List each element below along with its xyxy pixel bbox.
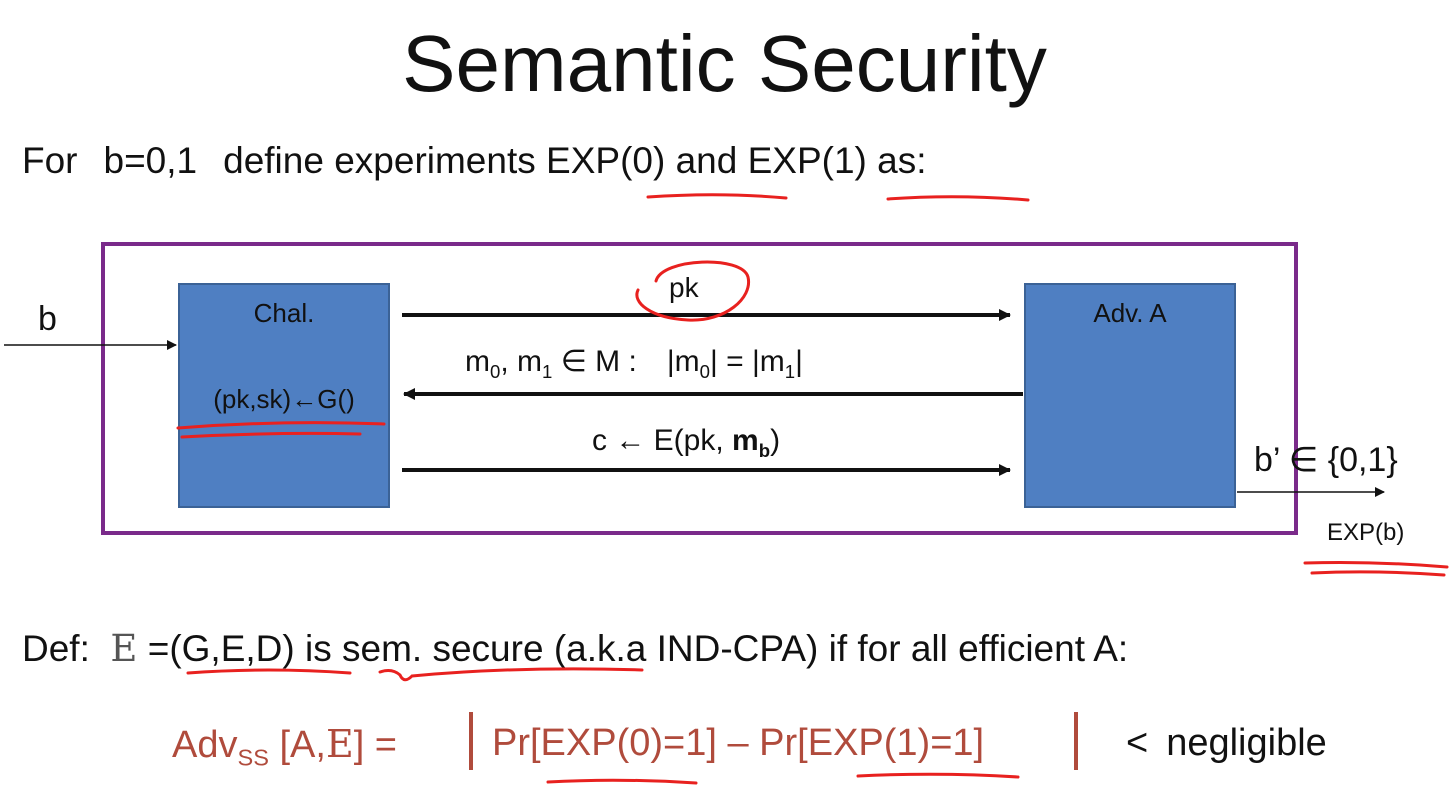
input-b-label: b bbox=[38, 300, 57, 338]
underline-exp-b-1 bbox=[1303, 561, 1449, 569]
intro-and: and bbox=[675, 140, 738, 181]
adv-args-open: [A, bbox=[268, 724, 326, 766]
intro-text: define experiments bbox=[223, 140, 536, 181]
scheme-symbol: E bbox=[110, 627, 138, 670]
lt-sign: < bbox=[1126, 722, 1149, 764]
adv-label: Adv bbox=[172, 724, 238, 766]
intro-b-values: b=0,1 bbox=[103, 140, 198, 181]
challenger-box bbox=[178, 283, 390, 508]
underline-keygen-1 bbox=[176, 421, 386, 430]
pr-exp1: Pr[EXP(1)=1] bbox=[759, 722, 985, 764]
underline-pr-exp1 bbox=[856, 772, 1020, 779]
adversary-label: Adv. A bbox=[1093, 298, 1167, 328]
def-label: Def: bbox=[22, 628, 90, 669]
underline-exp0 bbox=[646, 193, 788, 200]
intro-exp0: EXP(0) bbox=[546, 140, 666, 181]
negligible-word: negligible bbox=[1166, 722, 1327, 764]
keygen-label: (pk,sk)←G() bbox=[213, 384, 355, 414]
cipher-mb: mb bbox=[732, 424, 771, 461]
adv-sub: SS bbox=[237, 744, 269, 771]
definition-line: Def: E =(G,E,D) is sem. secure (a.k.a IN… bbox=[22, 627, 1128, 670]
circle-pk bbox=[635, 260, 751, 322]
pr-exp0: Pr[EXP(0)=1] bbox=[492, 722, 717, 764]
intro-line: For b=0,1 define experiments EXP(0) and EX… bbox=[22, 140, 927, 182]
msg-sep: , bbox=[500, 345, 518, 378]
msg-m0: m bbox=[465, 345, 490, 378]
ciphertext-label: c ← E(pk, mb) bbox=[592, 424, 780, 462]
output-bprime-label: b’ ∈ {0,1} bbox=[1254, 441, 1398, 479]
challenger-label: Chal. bbox=[253, 298, 315, 328]
slide-title: Semantic Security bbox=[402, 19, 1047, 108]
adv-scheme-symbol: E bbox=[325, 722, 354, 766]
probability-difference: Pr[EXP(0)=1] – Pr[EXP(1)=1] bbox=[492, 722, 984, 765]
cipher-prefix: c ← E(pk, bbox=[592, 424, 733, 457]
msg-cond-mid: | = |m bbox=[709, 345, 785, 378]
underline-exp-b-2 bbox=[1310, 570, 1446, 577]
pk-label: pk bbox=[669, 272, 699, 303]
exp-b-label: EXP(b) bbox=[1327, 519, 1405, 546]
intro-as: as: bbox=[877, 140, 927, 181]
underline-keygen-2 bbox=[180, 431, 362, 439]
msg-in-m: ∈ M : bbox=[552, 345, 637, 378]
def-sem-secure: sem. secure bbox=[342, 628, 544, 669]
def-is: is bbox=[305, 628, 332, 669]
advantage-lhs: AdvSS [A,E] = bbox=[172, 722, 397, 772]
intro-for: For bbox=[22, 140, 78, 181]
experiment-frame bbox=[101, 242, 1298, 535]
def-tuple: (G,E,D) bbox=[169, 628, 295, 669]
underline-pr-exp0 bbox=[546, 778, 698, 785]
adv-args-close: ] = bbox=[353, 724, 397, 766]
messages-label: m0, m1 ∈ M :|m0| = |m1| bbox=[465, 344, 803, 383]
msg-cond-sub0: 0 bbox=[699, 361, 710, 382]
msg-cond-sub1: 1 bbox=[784, 361, 796, 382]
def-eq: = bbox=[147, 628, 170, 669]
abs-bar-left bbox=[469, 712, 473, 770]
abs-bar-right bbox=[1074, 712, 1078, 770]
negligible-bound: < negligible bbox=[1126, 722, 1327, 765]
adversary-box bbox=[1024, 283, 1236, 508]
msg-sub1: 1 bbox=[542, 361, 553, 382]
msg-cond-open: |m bbox=[666, 345, 700, 378]
msg-m1: m bbox=[517, 345, 543, 378]
pr-minus: – bbox=[716, 722, 760, 764]
underline-exp1 bbox=[886, 195, 1030, 202]
cipher-close: ) bbox=[770, 424, 781, 457]
msg-sub0: 0 bbox=[490, 361, 501, 382]
intro-exp1: EXP(1) bbox=[747, 140, 867, 181]
underline-tuple bbox=[186, 668, 352, 675]
msg-cond-close: | bbox=[795, 345, 803, 378]
underline-sem-secure bbox=[378, 667, 644, 682]
def-rest: (a.k.a IND-CPA) if for all efficient A: bbox=[553, 628, 1129, 669]
